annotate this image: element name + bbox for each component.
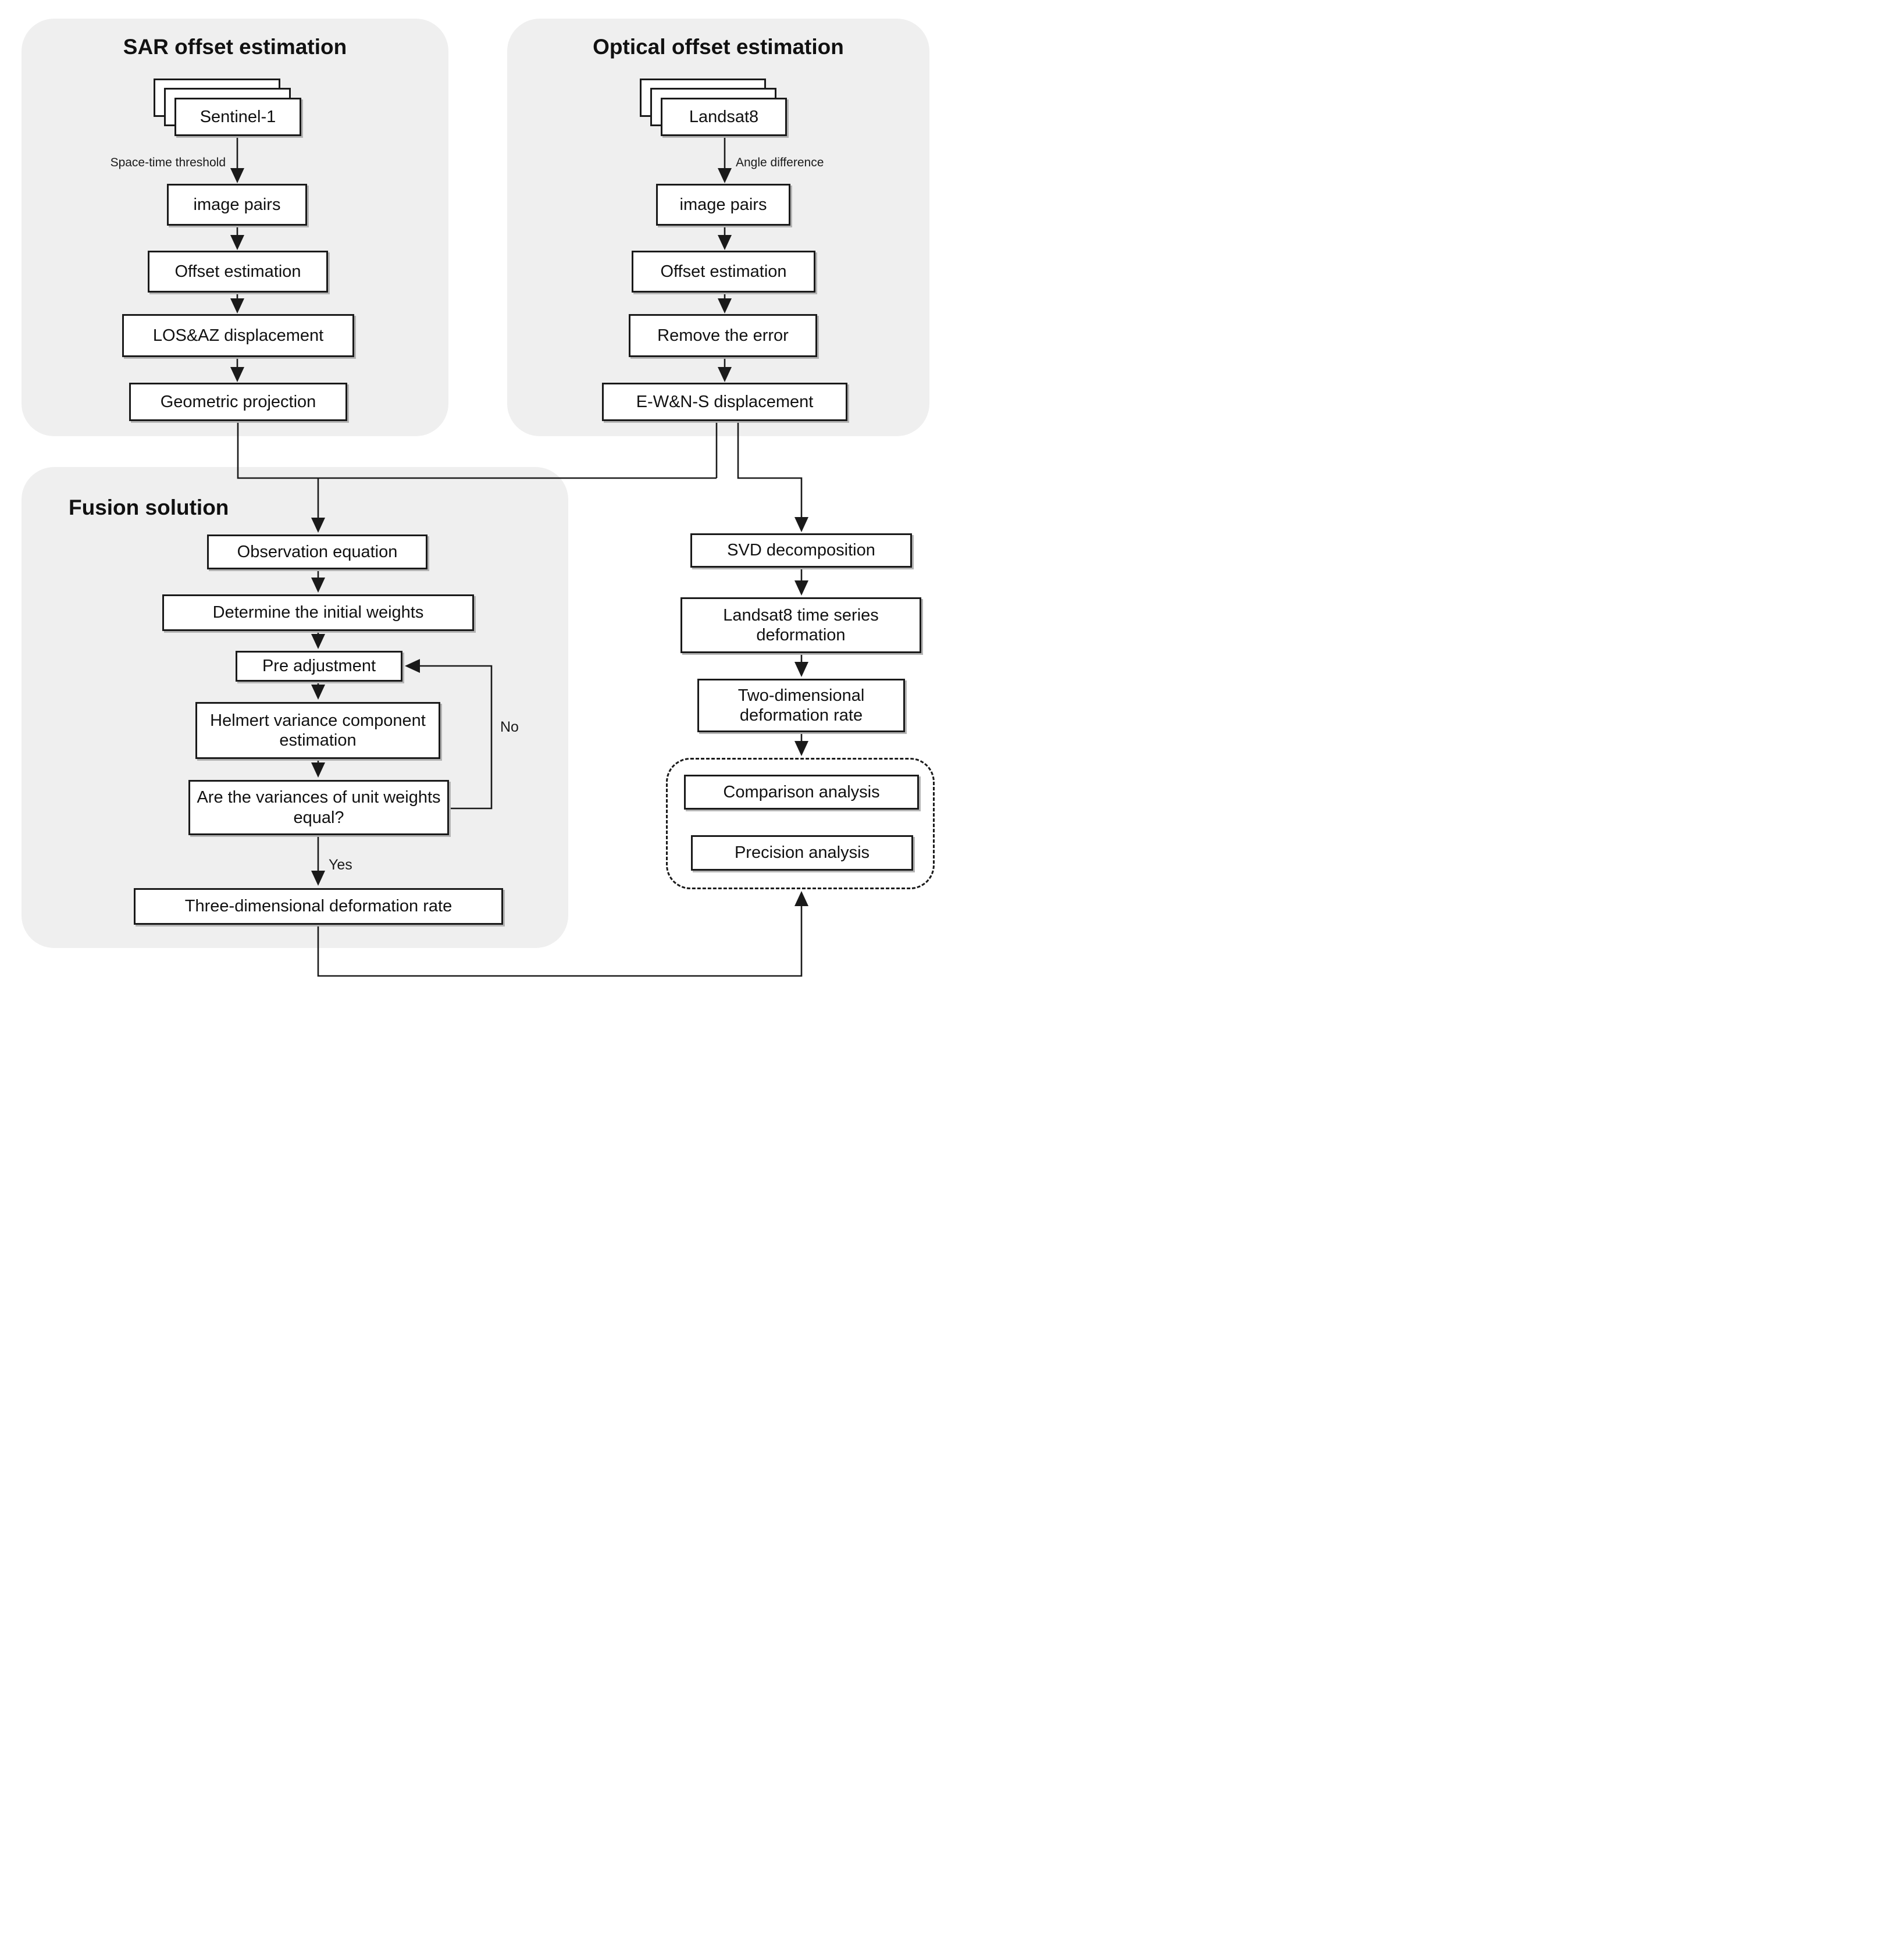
arrow-svd-to-timeseries xyxy=(794,568,808,596)
node-image-pairs-optical: image pairs xyxy=(656,184,790,226)
node-helmert-variance-estimation: Helmert variance component estimation xyxy=(195,702,440,759)
node-determine-initial-weights: Determine the initial weights xyxy=(162,594,474,631)
node-sentinel1: Sentinel-1 xyxy=(174,98,301,136)
node-offset-estimation-optical: Offset estimation xyxy=(632,251,815,293)
fusion-panel-title: Fusion solution xyxy=(69,496,229,519)
landsat8-image-stack-icon: Landsat8 xyxy=(640,79,787,136)
sar-panel-title: SAR offset estimation xyxy=(123,35,347,59)
arrow-timeseries-to-twodim xyxy=(794,654,808,677)
no-label: No xyxy=(500,719,519,735)
node-variances-equal-decision: Are the variances of unit weights equal? xyxy=(188,780,449,835)
node-offset-estimation-sar: Offset estimation xyxy=(148,251,328,293)
node-ewns-displacement: E-W&N-S displacement xyxy=(602,383,847,421)
analysis-dashed-group xyxy=(666,758,935,889)
optical-panel-title: Optical offset estimation xyxy=(593,35,844,59)
node-landsat8: Landsat8 xyxy=(661,98,787,136)
node-pre-adjustment: Pre adjustment xyxy=(236,651,402,682)
node-landsat8-time-series: Landsat8 time series deformation xyxy=(680,597,921,653)
arrow-twodim-to-analysis xyxy=(794,733,808,756)
space-time-threshold-label: Space-time threshold xyxy=(110,156,226,169)
node-image-pairs-sar: image pairs xyxy=(167,184,307,226)
node-svd-decomposition: SVD decomposition xyxy=(690,533,912,568)
node-observation-equation: Observation equation xyxy=(207,534,427,569)
angle-difference-label: Angle difference xyxy=(736,156,824,169)
line-ewns-to-svd xyxy=(737,421,808,532)
node-comparison-analysis: Comparison analysis xyxy=(684,775,919,810)
node-two-dimensional-rate: Two-dimensional deformation rate xyxy=(697,679,905,732)
node-precision-analysis: Precision analysis xyxy=(691,835,913,871)
node-losaz-displacement: LOS&AZ displacement xyxy=(122,314,354,357)
node-three-dimensional-rate: Three-dimensional deformation rate xyxy=(134,888,503,925)
sentinel1-image-stack-icon: Sentinel-1 xyxy=(154,79,301,136)
yes-label: Yes xyxy=(329,857,352,873)
flowchart-diagram: SAR offset estimation Optical offset est… xyxy=(0,0,946,980)
node-geometric-projection: Geometric projection xyxy=(129,383,347,421)
node-remove-the-error: Remove the error xyxy=(629,314,817,357)
